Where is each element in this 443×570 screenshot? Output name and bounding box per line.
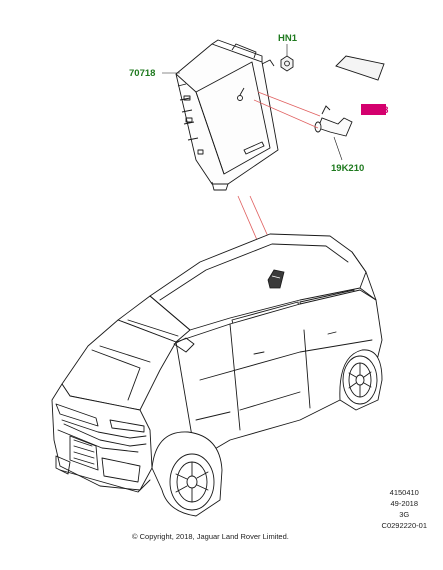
copyright-notice: © Copyright, 2018, Jaguar Land Rover Lim… — [132, 532, 289, 541]
callout-label-part: 70708 — [362, 105, 388, 116]
drawing-reference: C0292220-01 — [381, 521, 427, 530]
label-part-callout-highlight — [361, 104, 386, 115]
illustration-number: 4150410 — [389, 488, 419, 497]
control-module-illustration — [175, 39, 279, 191]
callout-nut: HN1 — [278, 33, 298, 44]
revision-code: 3G — [399, 510, 410, 519]
leader-antenna — [333, 136, 343, 161]
callout-module: 70718 — [129, 68, 155, 79]
date-code: 49-2018 — [390, 499, 419, 508]
vehicle-illustration — [51, 233, 383, 517]
nut-illustration — [280, 55, 294, 72]
label-part-illustration — [335, 55, 385, 81]
callout-antenna: 19K210 — [331, 163, 364, 174]
roof-antenna-location — [267, 269, 285, 289]
antenna-illustration — [314, 105, 353, 137]
drawing-metadata: 4150410 49-2018 3G C0292220-01 — [382, 487, 427, 531]
